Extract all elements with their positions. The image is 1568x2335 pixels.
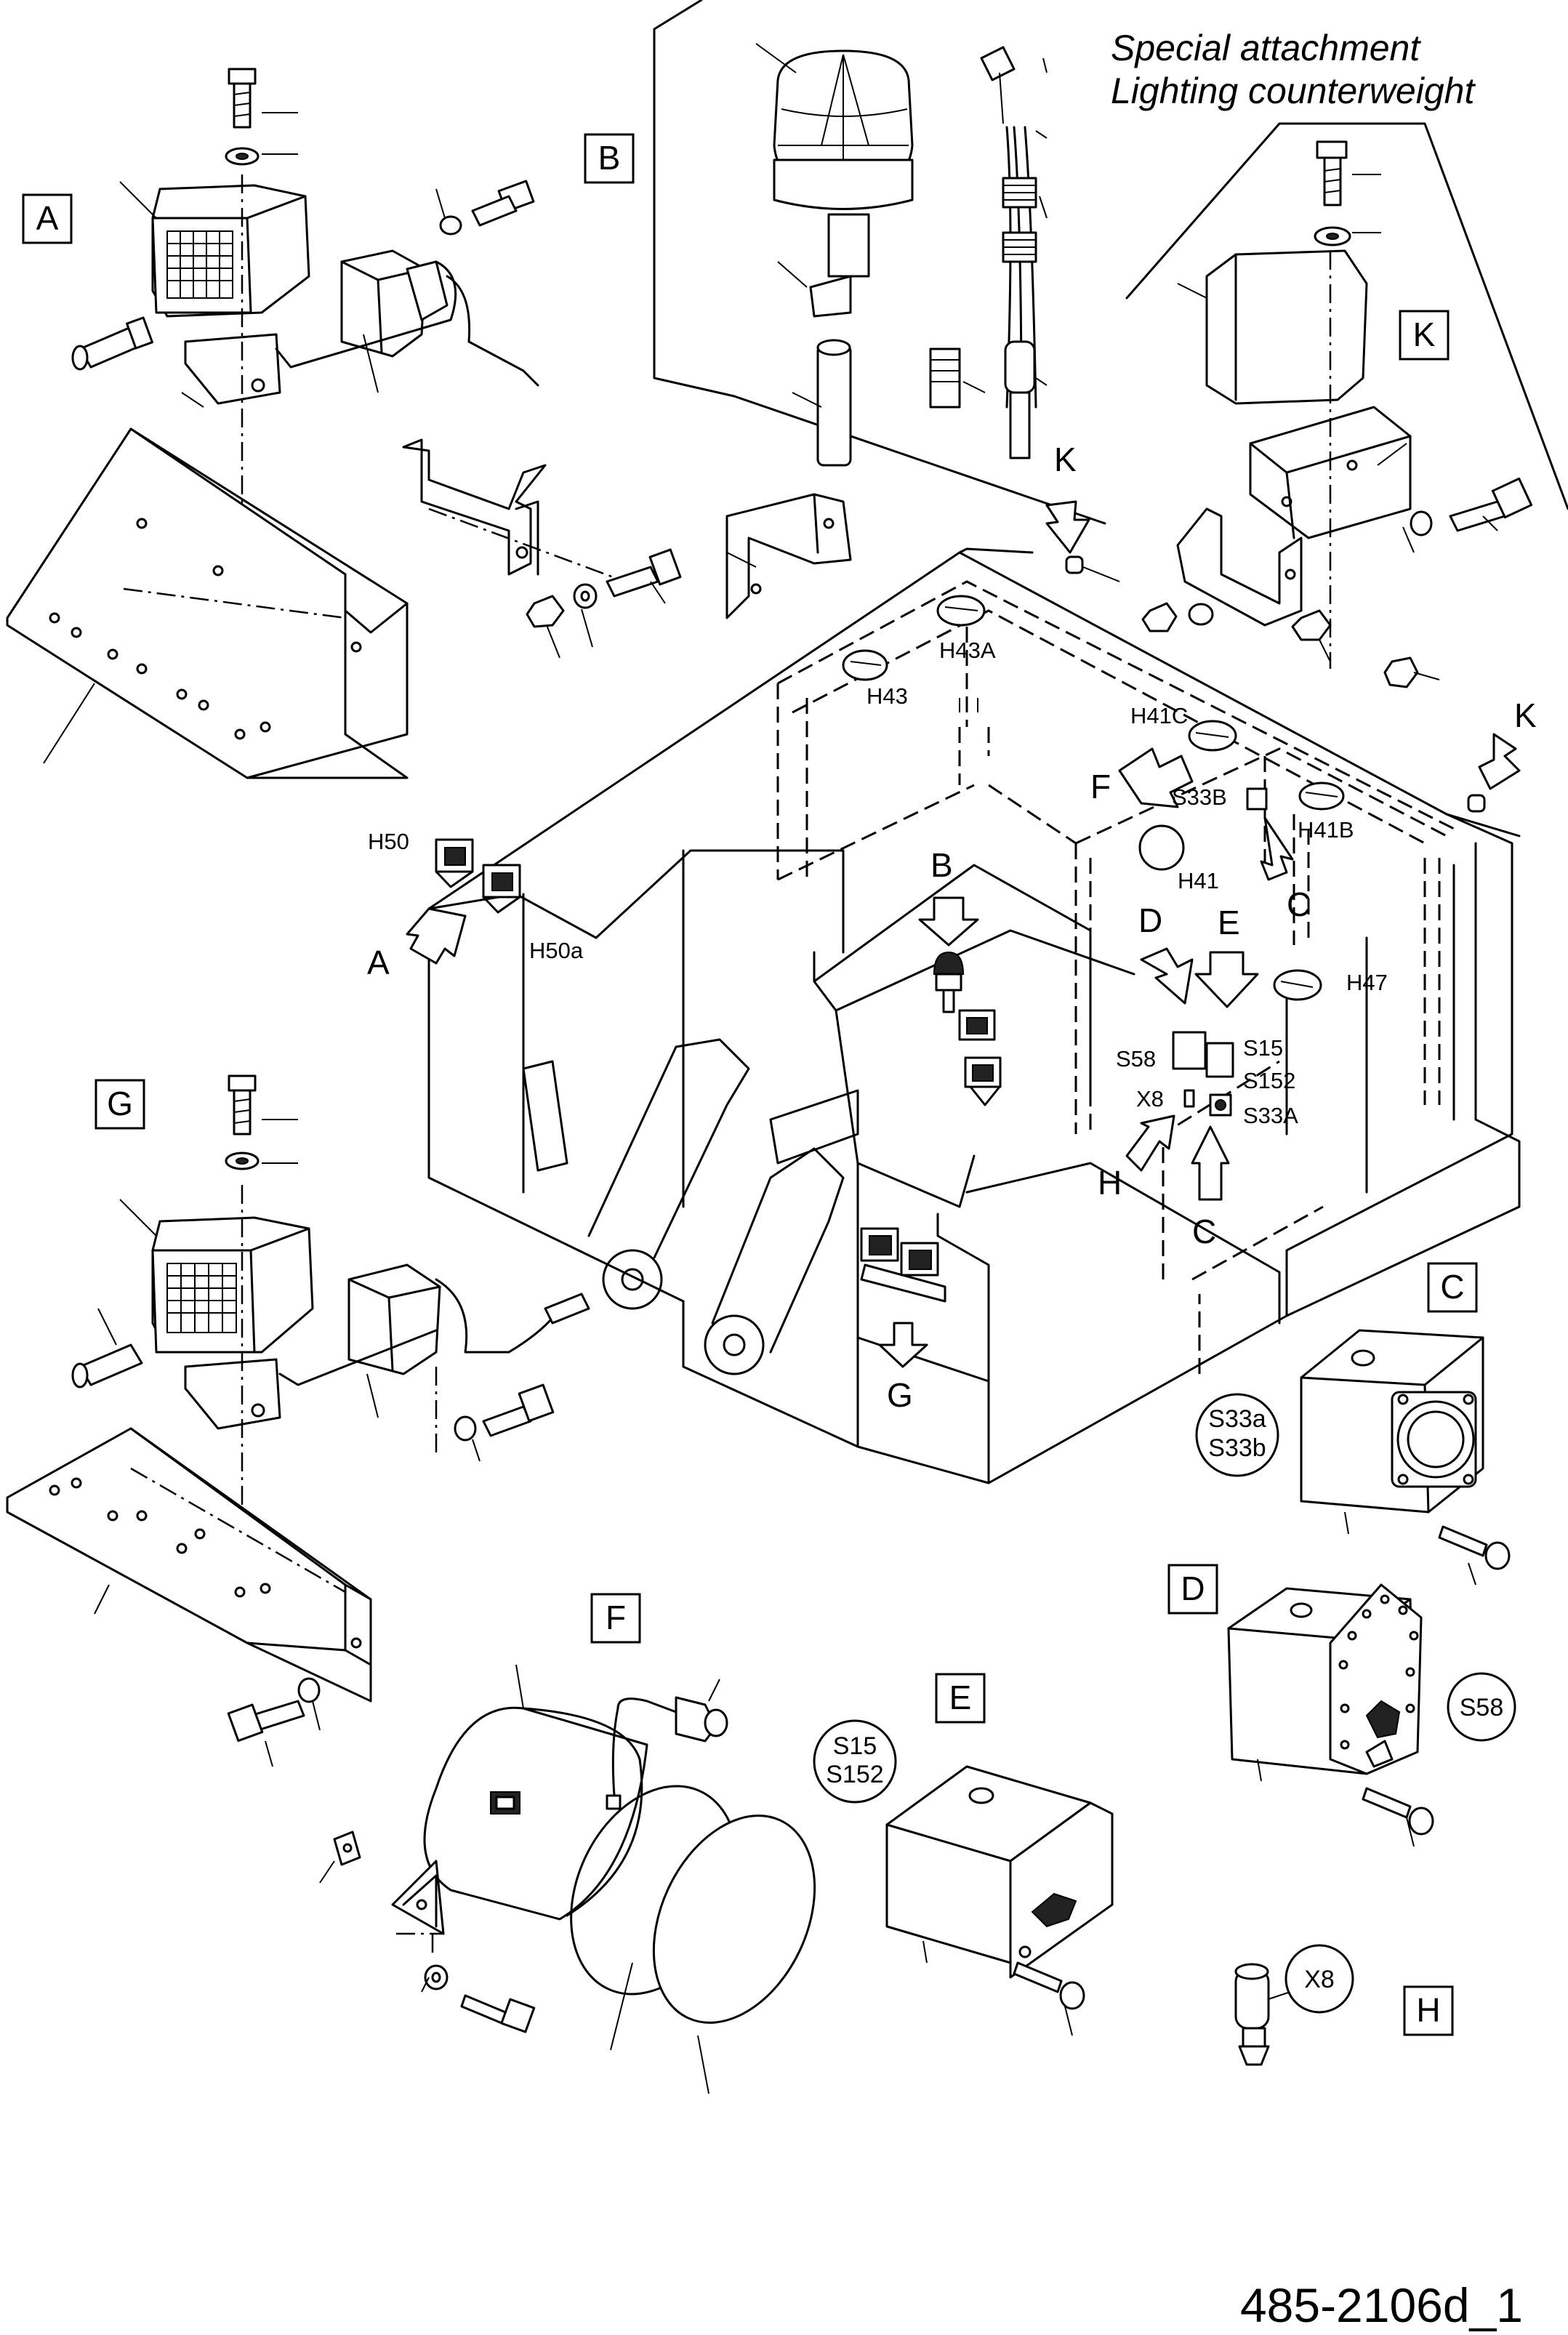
circle-s58-text: S58 xyxy=(1460,1694,1504,1721)
box-b-label: B xyxy=(598,139,621,177)
detail-box-g xyxy=(95,1079,145,1130)
detail-h-connector xyxy=(1234,1963,1291,2066)
label-boxes xyxy=(22,133,1516,2036)
label-h41: H41 xyxy=(1178,868,1219,893)
box-c-label: C xyxy=(1440,1268,1464,1306)
counterweight-body xyxy=(427,547,1521,1484)
arrow-c-lower-label: C xyxy=(1192,1213,1216,1250)
arrow-e-icon xyxy=(1194,951,1259,1008)
arrow-f-label: F xyxy=(1090,768,1111,805)
detail-box-f xyxy=(590,1593,641,1644)
detail-box-b xyxy=(584,133,635,184)
label-h47: H47 xyxy=(1346,970,1388,995)
detail-c-switch xyxy=(1300,1329,1511,1586)
label-s58: S58 xyxy=(1116,1046,1156,1072)
detail-box-d xyxy=(1167,1564,1218,1615)
label-h50a: H50a xyxy=(529,938,584,963)
detail-box-k xyxy=(1399,310,1450,361)
arrow-h-label: H xyxy=(1098,1164,1122,1202)
h41b-lamp-icon xyxy=(1298,781,1345,811)
box-f-label: F xyxy=(606,1599,626,1636)
box-g-label: G xyxy=(107,1085,133,1122)
drawing-code: 485-2106d_1 xyxy=(1240,2278,1523,2332)
label-h43a: H43A xyxy=(939,638,996,663)
label-s152: S152 xyxy=(1243,1068,1295,1093)
text-layer: Special attachment Lighting counterweigh… xyxy=(36,28,1537,2332)
label-s15: S15 xyxy=(1243,1035,1283,1061)
label-s33a: S33A xyxy=(1243,1103,1298,1128)
detail-e-switch xyxy=(885,1765,1114,2036)
circle-x8-text: X8 xyxy=(1304,1966,1335,1993)
box-d-label: D xyxy=(1181,1570,1205,1607)
label-h41c: H41C xyxy=(1130,703,1188,728)
body-components xyxy=(435,555,1486,1303)
k-indicator-right-icon xyxy=(1467,794,1486,813)
detail-box-e xyxy=(935,1673,986,1724)
detail-box-c xyxy=(1427,1262,1478,1313)
arrow-c-lower-icon xyxy=(1191,1125,1230,1201)
arrow-b-icon xyxy=(918,896,979,947)
header-line-2: Lighting counterweight xyxy=(1111,71,1476,111)
label-x8: X8 xyxy=(1136,1086,1164,1112)
circle-x8 xyxy=(1284,1944,1354,2014)
s33b-switch-icon xyxy=(1246,787,1268,811)
label-s33b: S33B xyxy=(1172,784,1227,810)
header-line-1: Special attachment xyxy=(1111,28,1421,68)
detail-box-a xyxy=(22,193,73,244)
h41-lamp-icon xyxy=(1138,824,1185,871)
arrow-e-label: E xyxy=(1218,904,1240,941)
circle-s33b-text: S33b xyxy=(1208,1434,1266,1462)
b-beacon-small-icon xyxy=(933,951,965,1013)
detail-b-beacon xyxy=(653,0,1106,619)
arrow-h-icon xyxy=(1125,1114,1175,1172)
detail-box-h xyxy=(1403,1985,1454,2036)
arrow-k-right-label: K xyxy=(1514,696,1537,734)
box-a-label: A xyxy=(36,199,59,237)
h43a-lamp-icon xyxy=(936,595,986,627)
box-e-label: E xyxy=(949,1679,972,1716)
arrow-g-label: G xyxy=(887,1376,913,1414)
arrow-k-top-icon xyxy=(1045,500,1090,554)
arrow-c-upper-label: C xyxy=(1287,885,1311,923)
arrow-f-icon xyxy=(1118,747,1194,808)
detail-k-lamp xyxy=(1082,122,1568,688)
k-indicator-top-icon xyxy=(1065,555,1084,574)
center-lights-icon xyxy=(958,1009,1002,1106)
label-h50: H50 xyxy=(368,829,409,854)
detail-a-work-light xyxy=(6,68,539,779)
h50-lights-icon xyxy=(435,838,521,914)
arrow-a-icon xyxy=(406,907,467,965)
detail-g-work-light xyxy=(6,1074,590,1767)
circle-s33a-text: S33a xyxy=(1208,1405,1266,1433)
detail-f-round-lamp xyxy=(319,1664,816,2094)
label-h41b: H41B xyxy=(1298,817,1354,843)
detail-d-switch xyxy=(1227,1583,1434,1847)
arrow-a-label: A xyxy=(367,944,390,981)
circle-s33 xyxy=(1195,1393,1279,1477)
box-h-label: H xyxy=(1416,1991,1440,2029)
circle-s15 xyxy=(813,1719,897,1804)
callout-arrows xyxy=(406,500,1521,1368)
arrow-g-icon xyxy=(878,1322,928,1368)
arrow-k-top-label: K xyxy=(1054,441,1077,478)
switch-cluster-icon xyxy=(1172,1031,1234,1117)
arrow-d-icon xyxy=(1140,947,1194,1005)
h43-lamp-icon xyxy=(842,649,888,681)
circle-s58 xyxy=(1447,1672,1516,1742)
label-h43: H43 xyxy=(867,683,908,709)
box-k-label: K xyxy=(1413,316,1436,353)
arrow-k-right-icon xyxy=(1478,733,1521,790)
arrow-b-label: B xyxy=(930,846,953,884)
detail-b-bracket xyxy=(402,180,682,659)
circle-s15-text: S15 xyxy=(833,1732,877,1760)
arrow-c-upper-icon xyxy=(1260,816,1294,881)
arrow-d-label: D xyxy=(1138,901,1162,939)
circle-s152-text: S152 xyxy=(826,1761,883,1788)
wiring-harness xyxy=(929,46,1048,459)
g-lights-icon xyxy=(860,1227,946,1303)
